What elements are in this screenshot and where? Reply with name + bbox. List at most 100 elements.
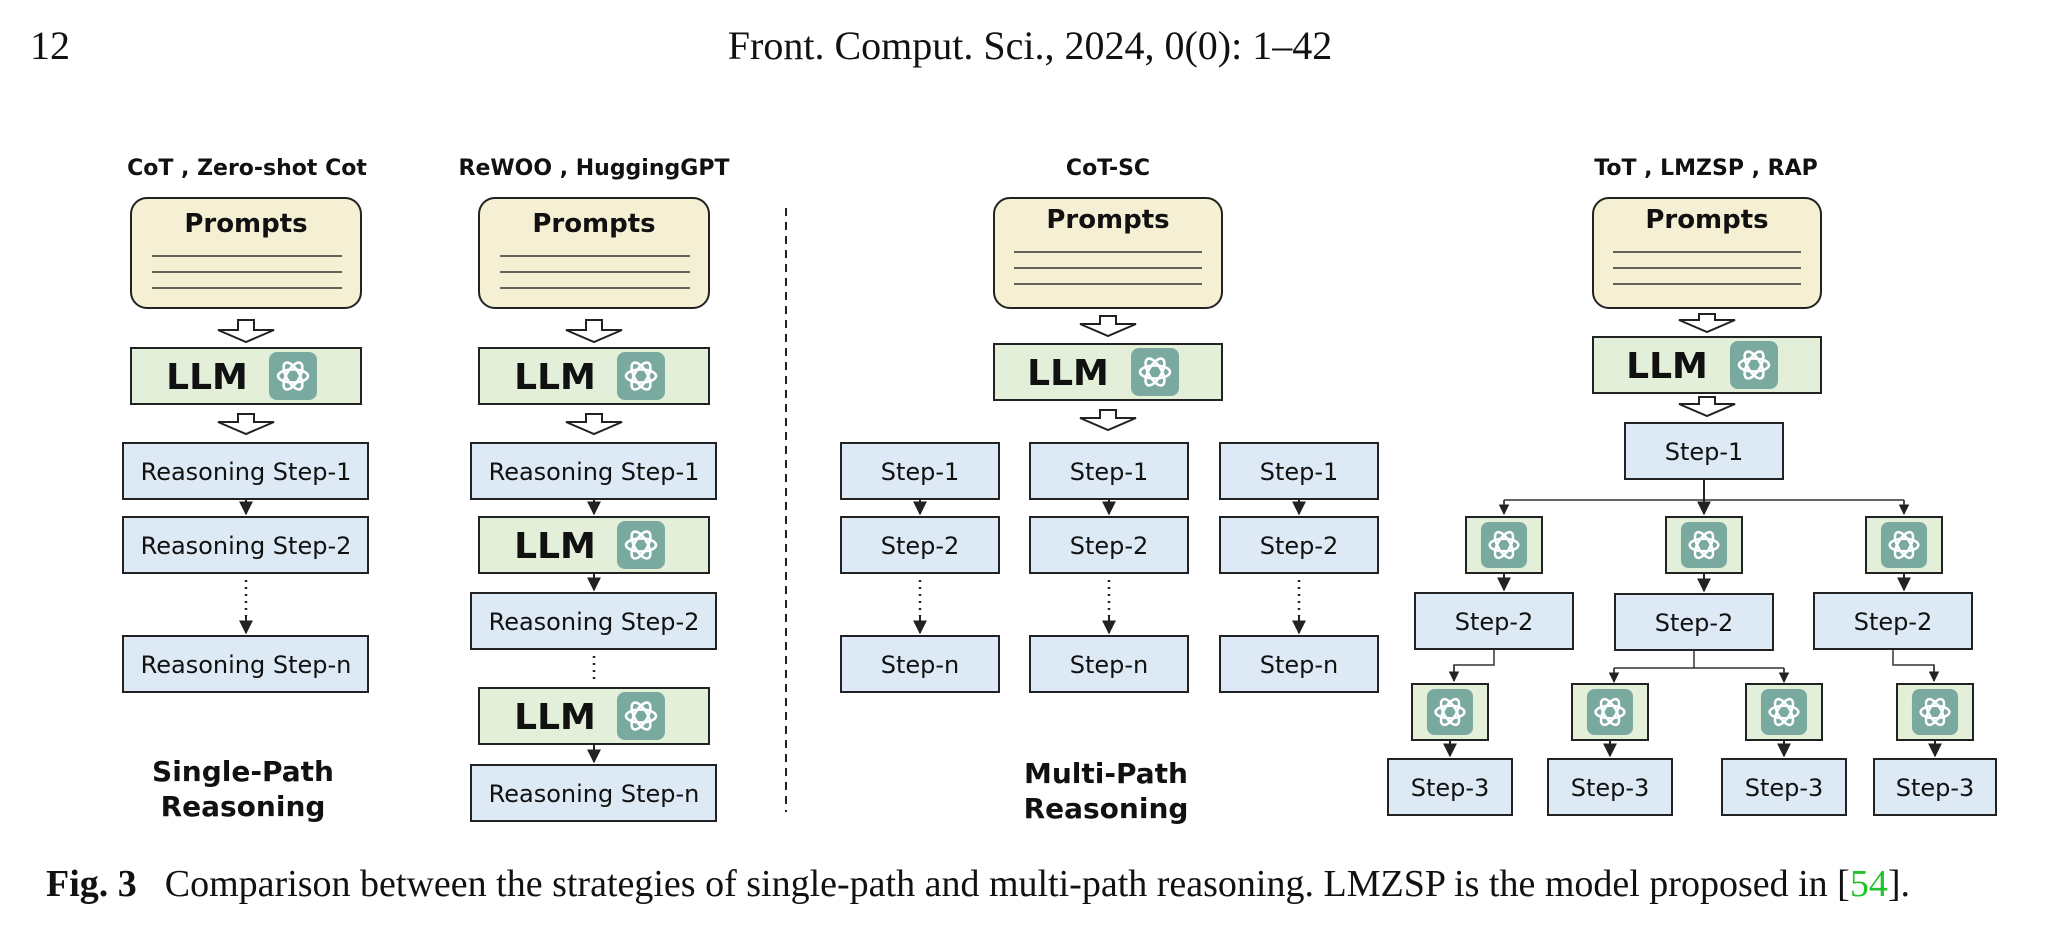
chatgpt-logo-icon xyxy=(268,351,318,401)
llm-label: LLM xyxy=(514,357,596,398)
llm-label: LLM xyxy=(514,526,596,567)
chatgpt-logo-icon xyxy=(616,351,666,401)
caption-end: ]. xyxy=(1887,863,1910,905)
llm-box: LLM xyxy=(478,687,710,745)
gpt-node xyxy=(1865,516,1943,574)
step-label: Step-n xyxy=(1260,651,1339,679)
section-label-single-path: Single-Path xyxy=(152,755,334,788)
hollow-arrow-icon xyxy=(1079,409,1137,432)
step-label: Step-1 xyxy=(881,458,960,486)
prompts-label: Prompts xyxy=(532,209,655,239)
gpt-node xyxy=(1465,516,1543,574)
page-number: 12 xyxy=(30,23,70,68)
prompts-label: Prompts xyxy=(184,209,307,239)
journal-header: Front. Comput. Sci., 2024, 0(0): 1–42 xyxy=(727,23,1333,68)
column-rewoo: ReWOO , HuggingGPT Prompts LLM Reasoning… xyxy=(459,156,730,822)
chain-right: Step-1 Step-2 Step-n xyxy=(1219,442,1379,693)
llm-box: LLM xyxy=(993,343,1223,401)
step-label: Step-1 xyxy=(1070,458,1149,486)
column-title: CoT , Zero-shot Cot xyxy=(127,156,367,181)
figure-label: Fig. 3 xyxy=(46,863,137,905)
step-label: Step-3 xyxy=(1745,774,1824,802)
llm-box: LLM xyxy=(1592,336,1822,394)
step-label: Reasoning Step-2 xyxy=(141,532,352,560)
step-label: Reasoning Step-1 xyxy=(489,458,700,486)
caption-text: Comparison between the strategies of sin… xyxy=(164,863,1850,905)
chatgpt-logo-icon xyxy=(616,691,666,741)
section-label-multi-path: Multi-Path xyxy=(1024,757,1188,790)
column-title: ToT , LMZSP , RAP xyxy=(1594,156,1817,181)
column-cot-sc: CoT-SC Prompts LLM Step-1 Step-2 Step-n xyxy=(840,156,1379,693)
step-label: Step-1 xyxy=(1665,438,1744,466)
chatgpt-logo-icon xyxy=(616,520,666,570)
prompts-label: Prompts xyxy=(1046,205,1169,235)
step-label: Step-2 xyxy=(1854,608,1933,636)
step-box: Step-3 xyxy=(1387,758,1513,816)
prompts-box: Prompts xyxy=(1592,197,1822,309)
hollow-arrow-icon xyxy=(217,319,275,344)
chatgpt-logo-icon xyxy=(1760,688,1808,736)
section-label-single-path: Reasoning xyxy=(161,790,326,823)
column-cot: CoT , Zero-shot Cot Prompts LLM Reasonin… xyxy=(122,156,369,693)
step-label: Step-n xyxy=(881,651,960,679)
citation-link[interactable]: 54 xyxy=(1849,863,1888,905)
step-box: Step-3 xyxy=(1873,758,1997,816)
hollow-arrow-icon xyxy=(1678,396,1736,418)
llm-label: LLM xyxy=(1027,353,1109,394)
step-label: Step-n xyxy=(1070,651,1149,679)
column-title: ReWOO , HuggingGPT xyxy=(459,156,730,181)
reasoning-figure: CoT , Zero-shot Cot Prompts LLM Reasonin… xyxy=(122,156,1997,825)
section-label-multi-path: Reasoning xyxy=(1024,792,1189,825)
step-box: Reasoning Step-2 xyxy=(122,516,369,574)
chatgpt-logo-icon xyxy=(1426,688,1474,736)
step-box: Step-3 xyxy=(1547,758,1673,816)
hollow-arrow-icon xyxy=(1079,315,1137,338)
prompts-box: Prompts xyxy=(478,197,710,309)
gpt-node xyxy=(1896,683,1974,741)
step-box: Step-3 xyxy=(1721,758,1847,816)
llm-box: LLM xyxy=(478,516,710,574)
chatgpt-logo-icon xyxy=(1880,521,1928,569)
llm-box: LLM xyxy=(130,347,362,405)
step-box: Reasoning Step-2 xyxy=(470,592,717,650)
step-box: Reasoning Step-n xyxy=(122,635,369,693)
step-label: Reasoning Step-2 xyxy=(489,608,700,636)
hollow-arrow-icon xyxy=(1678,313,1736,334)
llm-label: LLM xyxy=(514,697,596,738)
chatgpt-logo-icon xyxy=(1130,347,1180,397)
chatgpt-logo-icon xyxy=(1911,688,1959,736)
figure-caption: Fig. 3 Comparison between the strategies … xyxy=(46,862,1910,906)
prompts-box: Prompts xyxy=(993,197,1223,309)
step-label: Reasoning Step-1 xyxy=(141,458,352,486)
step-label: Step-1 xyxy=(1260,458,1339,486)
step-label: Reasoning Step-n xyxy=(141,651,352,679)
llm-box: LLM xyxy=(478,347,710,405)
step-label: Step-2 xyxy=(1455,608,1534,636)
step-box: Step-2 xyxy=(1414,592,1574,650)
step-label: Step-3 xyxy=(1411,774,1490,802)
gpt-node xyxy=(1411,683,1489,741)
hollow-arrow-icon xyxy=(565,319,623,344)
llm-label: LLM xyxy=(1626,346,1708,387)
step-box: Step-2 xyxy=(1614,593,1774,651)
step-box: Reasoning Step-1 xyxy=(470,442,717,500)
step-box: Reasoning Step-n xyxy=(470,764,717,822)
llm-label: LLM xyxy=(166,357,248,398)
chatgpt-logo-icon xyxy=(1480,521,1528,569)
step-label: Step-2 xyxy=(1070,532,1149,560)
step-label: Step-3 xyxy=(1896,774,1975,802)
step-label: Reasoning Step-n xyxy=(489,780,700,808)
gpt-node xyxy=(1745,683,1823,741)
column-title: CoT-SC xyxy=(1066,156,1150,181)
step-box-root: Step-1 xyxy=(1624,422,1784,480)
gpt-node xyxy=(1665,516,1743,574)
gpt-node xyxy=(1571,683,1649,741)
step-label: Step-2 xyxy=(1260,532,1339,560)
hollow-arrow-icon xyxy=(217,413,275,436)
chatgpt-logo-icon xyxy=(1729,340,1779,390)
step-label: Step-3 xyxy=(1571,774,1650,802)
step-label: Step-2 xyxy=(881,532,960,560)
step-label: Step-2 xyxy=(1655,609,1734,637)
hollow-arrow-icon xyxy=(565,413,623,436)
chain-middle: Step-1 Step-2 Step-n xyxy=(1029,442,1189,693)
